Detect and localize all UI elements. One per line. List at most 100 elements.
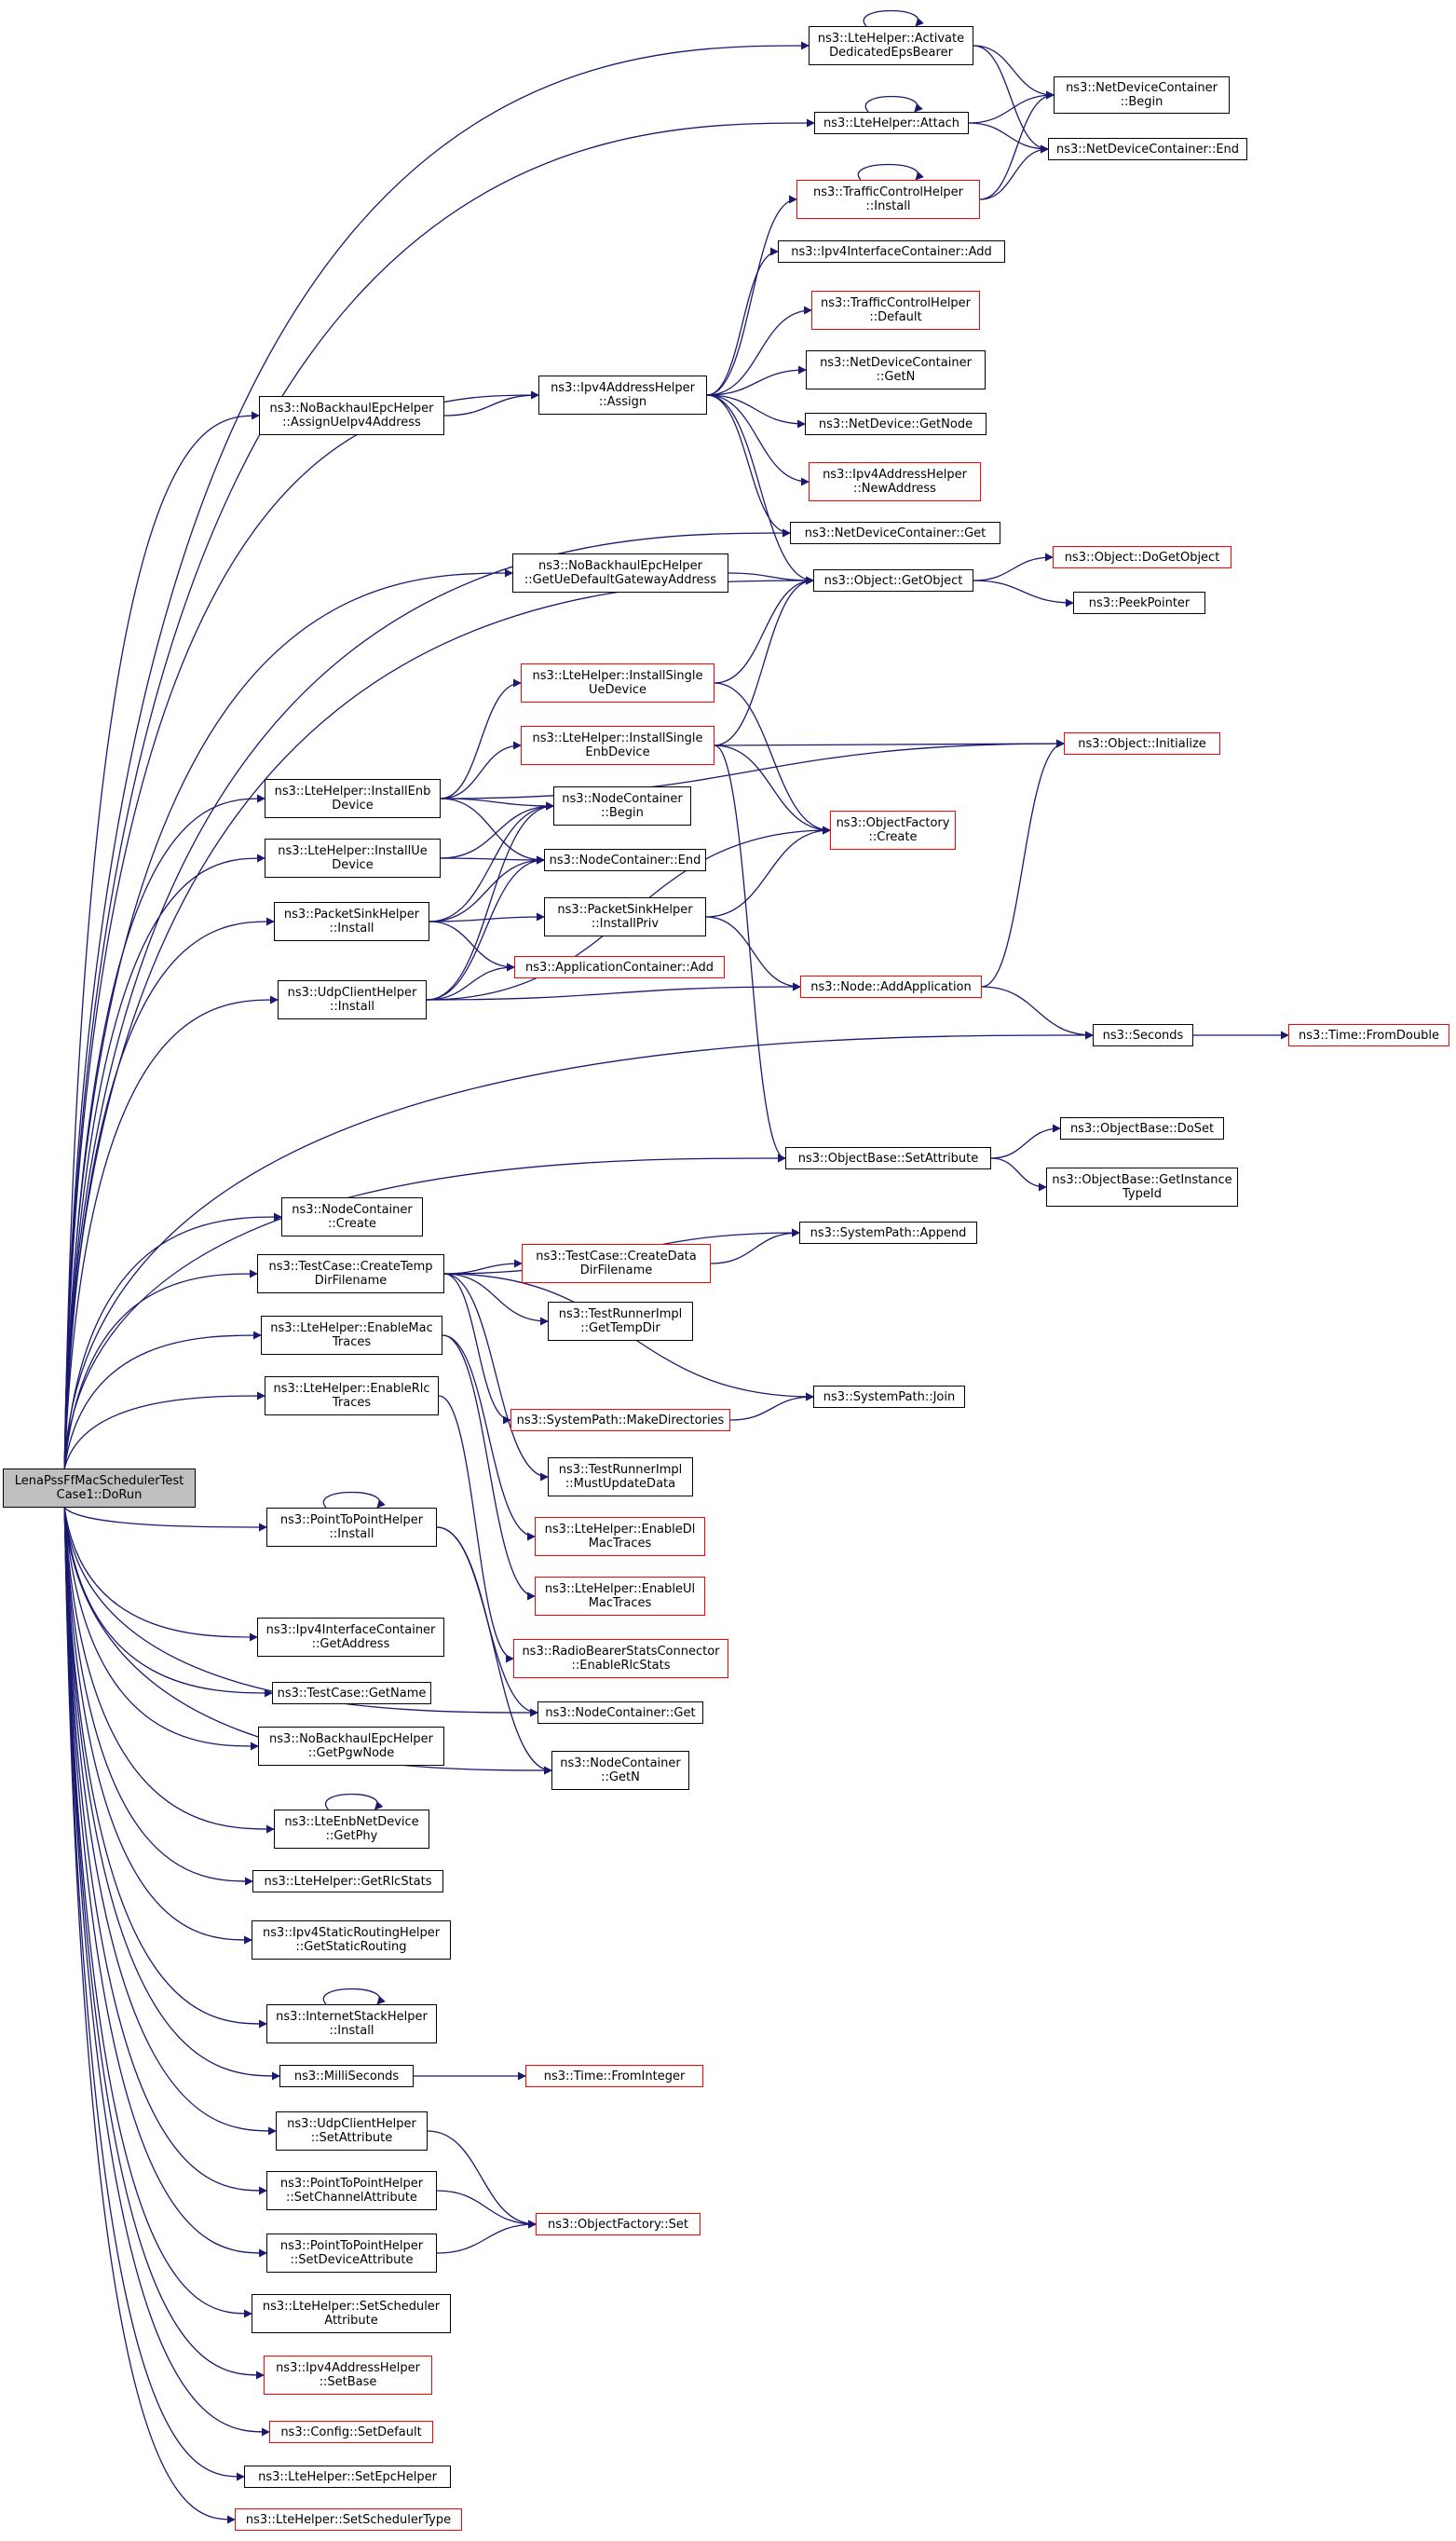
node-tc-getname[interactable]: ns3::TestCase::GetName bbox=[272, 1682, 431, 1704]
node-nc-create[interactable]: ns3::NodeContainer::Create bbox=[281, 1197, 423, 1236]
node-milliseconds[interactable]: ns3::MilliSeconds bbox=[279, 2065, 414, 2087]
call-edge bbox=[968, 90, 1055, 124]
node-lte-setsched-type[interactable]: ns3::LteHelper::SetSchedulerType bbox=[235, 2508, 462, 2531]
node-appc-add[interactable]: ns3::ApplicationContainer::Add bbox=[514, 956, 725, 978]
node-ndc-getn[interactable]: ns3::NetDeviceContainer::GetN bbox=[806, 350, 986, 389]
node-nobh-assign[interactable]: ns3::NoBackhaulEpcHelper::AssignUeIpv4Ad… bbox=[259, 396, 444, 435]
node-enb-getphy[interactable]: ns3::LteEnbNetDevice::GetPhy bbox=[274, 1810, 429, 1849]
node-label-line: ::SetChannelAttribute bbox=[286, 2191, 417, 2205]
call-edge bbox=[706, 394, 791, 538]
call-edge bbox=[63, 1507, 267, 2258]
node-obj-getobject[interactable]: ns3::Object::GetObject bbox=[813, 569, 973, 592]
call-edge bbox=[63, 390, 539, 1469]
node-objfactory-create[interactable]: ns3::ObjectFactory::Create bbox=[830, 811, 956, 850]
node-nobh-getpgw[interactable]: ns3::NoBackhaulEpcHelper::GetPgwNode bbox=[258, 1727, 444, 1766]
node-ndc-begin[interactable]: ns3::NetDeviceContainer::Begin bbox=[1054, 76, 1230, 114]
node-psh-install[interactable]: ns3::PacketSinkHelper::Install bbox=[274, 902, 429, 941]
call-edge bbox=[443, 1273, 549, 1326]
node-lte-attach[interactable]: ns3::LteHelper::Attach bbox=[814, 112, 969, 134]
node-objfactory-set[interactable]: ns3::ObjectFactory::Set bbox=[536, 2213, 701, 2235]
node-ipv4ah-assign[interactable]: ns3::Ipv4AddressHelper::Assign bbox=[538, 376, 707, 415]
node-time-frominteger[interactable]: ns3::Time::FromInteger bbox=[525, 2065, 703, 2087]
node-ipv4ah-newaddr[interactable]: ns3::Ipv4AddressHelper::NewAddress bbox=[809, 462, 981, 501]
call-edge bbox=[714, 682, 831, 835]
node-ipv4ah-setbase[interactable]: ns3::Ipv4AddressHelper::SetBase bbox=[264, 2356, 432, 2395]
node-p2p-install[interactable]: ns3::PointToPointHelper::Install bbox=[266, 1508, 437, 1547]
node-nc-end[interactable]: ns3::NodeContainer::End bbox=[544, 849, 706, 871]
node-sp-join[interactable]: ns3::SystemPath::Join bbox=[813, 1386, 965, 1408]
call-edge bbox=[63, 1507, 275, 1834]
node-p2p-setchannel[interactable]: ns3::PointToPointHelper::SetChannelAttri… bbox=[266, 2171, 437, 2210]
node-label-line: ns3::Seconds bbox=[1102, 1028, 1184, 1043]
call-edge bbox=[63, 1507, 273, 1698]
node-ndc-get[interactable]: ns3::NetDeviceContainer::Get bbox=[790, 522, 1000, 544]
node-label-line: ::Install bbox=[329, 922, 374, 936]
node-uch-setattr[interactable]: ns3::UdpClientHelper::SetAttribute bbox=[276, 2111, 428, 2151]
node-label-line: ns3::Object::GetObject bbox=[823, 573, 963, 588]
node-label-line: Traces bbox=[332, 1396, 372, 1410]
node-objbase-setattr[interactable]: ns3::ObjectBase::SetAttribute bbox=[785, 1147, 991, 1169]
node-ipv4ic-getaddr[interactable]: ns3::Ipv4InterfaceContainer::GetAddress bbox=[257, 1618, 444, 1657]
node-ipv4ic-add[interactable]: ns3::Ipv4InterfaceContainer::Add bbox=[778, 240, 1005, 263]
node-obj-initialize[interactable]: ns3::Object::Initialize bbox=[1064, 732, 1220, 755]
node-tch-default[interactable]: ns3::TrafficControlHelper::Default bbox=[811, 291, 980, 330]
call-edge bbox=[706, 195, 797, 396]
node-node-addapp[interactable]: ns3::Node::AddApplication bbox=[800, 976, 982, 998]
node-lte-setepc[interactable]: ns3::LteHelper::SetEpcHelper bbox=[244, 2466, 451, 2488]
node-sp-append[interactable]: ns3::SystemPath::Append bbox=[799, 1222, 977, 1244]
call-edge bbox=[63, 794, 265, 1469]
node-label-line: ns3::LteHelper::SetScheduler bbox=[262, 2300, 441, 2314]
call-edge bbox=[990, 1157, 1047, 1192]
node-tch-install[interactable]: ns3::TrafficControlHelper::Install bbox=[796, 180, 980, 219]
node-uch-install[interactable]: ns3::UdpClientHelper::Install bbox=[278, 980, 427, 1019]
node-label-line: ns3::Ipv4InterfaceContainer::Add bbox=[791, 244, 992, 259]
node-ish-install[interactable]: ns3::InternetStackHelper::Install bbox=[266, 2004, 437, 2043]
node-label-line: ::Install bbox=[865, 199, 911, 213]
node-seconds[interactable]: ns3::Seconds bbox=[1093, 1024, 1193, 1046]
call-edge bbox=[426, 982, 801, 1001]
node-label-line: ns3::MilliSeconds bbox=[293, 2069, 400, 2083]
node-psh-installpriv[interactable]: ns3::PacketSinkHelper::InstallPriv bbox=[544, 897, 706, 936]
node-time-fromdouble[interactable]: ns3::Time::FromDouble bbox=[1288, 1024, 1449, 1046]
call-edge bbox=[442, 1334, 536, 1541]
node-tri-mustupdate[interactable]: ns3::TestRunnerImpl::MustUpdateData bbox=[548, 1457, 693, 1496]
node-objbase-doset[interactable]: ns3::ObjectBase::DoSet bbox=[1060, 1117, 1224, 1140]
node-lte-getrlcstats[interactable]: ns3::LteHelper::GetRlcStats bbox=[252, 1870, 443, 1892]
node-nc-getn[interactable]: ns3::NodeContainer::GetN bbox=[551, 1751, 689, 1790]
node-nobh-gateway[interactable]: ns3::NoBackhaulEpcHelper::GetUeDefaultGa… bbox=[512, 553, 728, 593]
node-label-line: ns3::Ipv4AddressHelper bbox=[551, 381, 695, 395]
node-label-line: ns3::Ipv4AddressHelper bbox=[276, 2361, 420, 2375]
node-sp-makedirs[interactable]: ns3::SystemPath::MakeDirectories bbox=[510, 1409, 730, 1431]
node-rbsc-enablerlc[interactable]: ns3::RadioBearerStatsConnector::EnableRl… bbox=[513, 1639, 728, 1678]
node-p2p-setdevice[interactable]: ns3::PointToPointHelper::SetDeviceAttrib… bbox=[266, 2234, 437, 2273]
call-edge bbox=[714, 739, 1065, 748]
node-config-setdefault[interactable]: ns3::Config::SetDefault bbox=[269, 2421, 433, 2443]
call-edge bbox=[63, 1507, 267, 1532]
node-obj-dogetobject[interactable]: ns3::Object::DoGetObject bbox=[1053, 546, 1231, 568]
node-peekpointer[interactable]: ns3::PeekPointer bbox=[1073, 592, 1205, 614]
node-label-line: Case1::DoRun bbox=[56, 1488, 143, 1502]
call-edge bbox=[322, 1988, 386, 2005]
node-tri-gettempdir[interactable]: ns3::TestRunnerImpl::GetTempDir bbox=[548, 1302, 693, 1341]
node-nc-get[interactable]: ns3::NodeContainer::Get bbox=[537, 1701, 703, 1724]
node-nc-begin[interactable]: ns3::NodeContainer::Begin bbox=[553, 786, 691, 826]
node-ipv4srh-getstatic[interactable]: ns3::Ipv4StaticRoutingHelper::GetStaticR… bbox=[252, 1920, 451, 1960]
call-edge bbox=[436, 1526, 552, 1775]
node-ndc-end[interactable]: ns3::NetDeviceContainer::End bbox=[1048, 138, 1247, 160]
node-label-line: ns3::LteHelper::InstallUe bbox=[278, 844, 428, 858]
node-label-line: ns3::Object::DoGetObject bbox=[1064, 550, 1220, 565]
node-nd-getnode[interactable]: ns3::NetDevice::GetNode bbox=[805, 413, 987, 435]
